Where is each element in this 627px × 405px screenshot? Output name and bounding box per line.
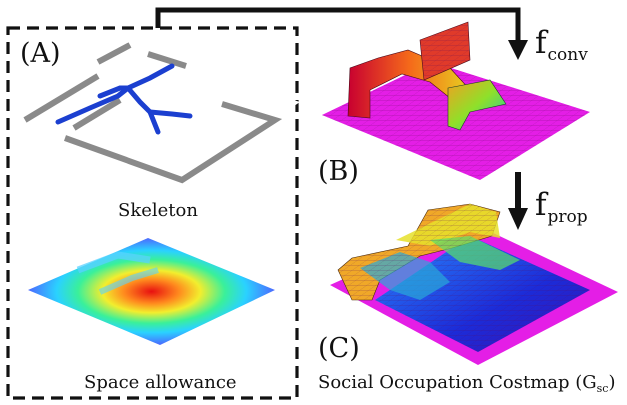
skeleton-caption: Skeleton xyxy=(118,200,198,221)
connector-line xyxy=(155,7,521,40)
panel-b-label: (B) xyxy=(318,156,359,187)
skeleton-map xyxy=(23,42,300,184)
costmap-caption-subscript: sc xyxy=(596,382,609,395)
space-allowance-map xyxy=(28,238,275,345)
costmap-caption-suffix: ) xyxy=(608,372,616,393)
space-allowance-caption: Space allowance xyxy=(84,372,237,393)
f-conv-subscript: conv xyxy=(547,45,588,65)
panel-c-label: (C) xyxy=(318,333,360,364)
costmap-caption-prefix: Social Occupation Costmap (G xyxy=(318,372,597,393)
panel-a-label: (A) xyxy=(20,38,61,69)
surface-b-conv xyxy=(322,21,590,180)
arrow-conv-head xyxy=(508,40,528,60)
f-conv-base: f xyxy=(535,25,547,61)
f-prop-base: f xyxy=(535,187,547,223)
arrow-prop-shaft xyxy=(515,172,521,210)
costmap-caption: Social Occupation Costmap (Gsc) xyxy=(318,372,616,395)
surface-c-costmap xyxy=(330,203,618,365)
panel-a-dashed-frame xyxy=(6,26,299,400)
f-prop-label: fprop xyxy=(535,190,588,226)
f-prop-subscript: prop xyxy=(547,207,588,227)
arrow-prop-head xyxy=(508,208,528,230)
f-conv-label: fconv xyxy=(535,28,588,64)
